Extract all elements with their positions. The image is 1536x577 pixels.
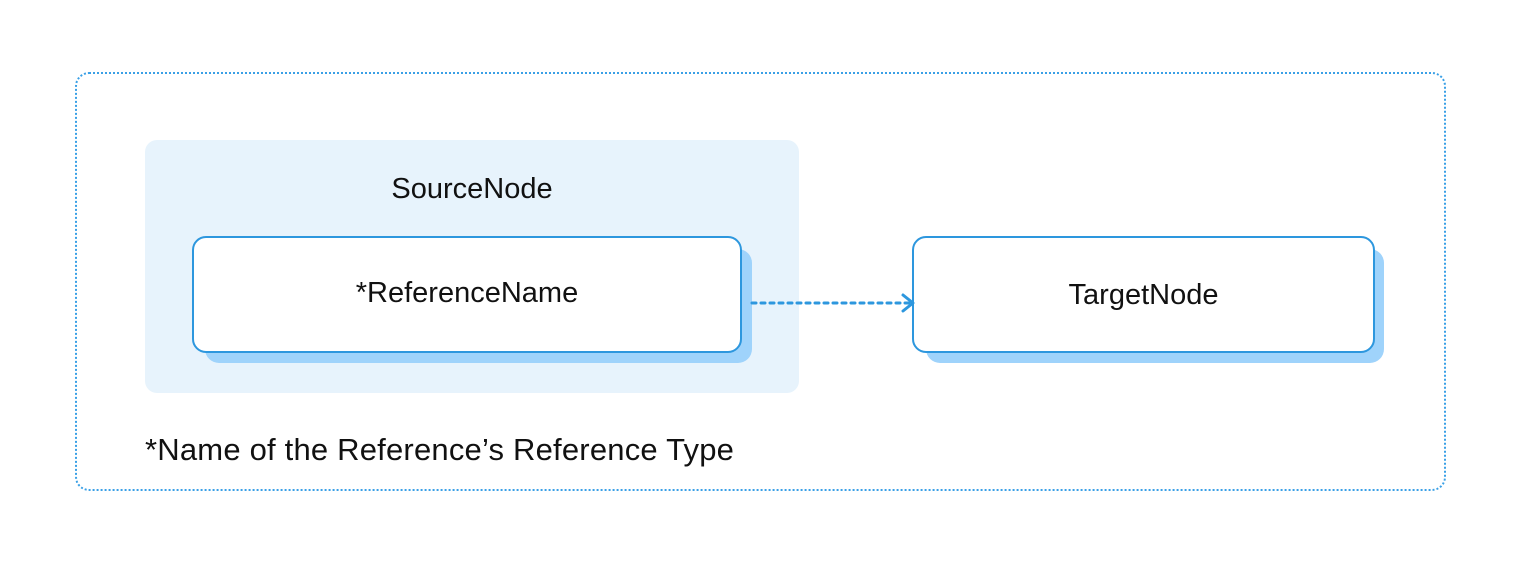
reference-name-label: *ReferenceName <box>355 276 579 309</box>
source-node-label: SourceNode <box>391 173 553 205</box>
target-node: TargetNode <box>912 236 1375 353</box>
reference-type-footnote: *Name of the Reference’s Reference Type <box>145 432 735 467</box>
diagram-frame <box>75 72 1446 491</box>
reference-name-node: *ReferenceName <box>192 236 742 353</box>
target-node-label: TargetNode <box>1068 278 1219 311</box>
